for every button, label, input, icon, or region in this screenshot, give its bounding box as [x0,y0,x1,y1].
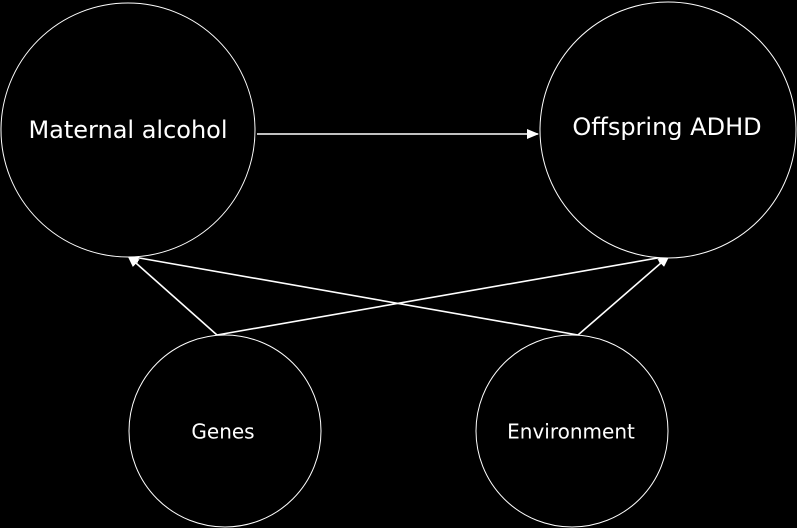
node-maternal-alcohol: Maternal alcohol [0,2,256,258]
edge-genes-to-maternal-alcohol [127,255,218,336]
node-environment-label: Environment [507,420,635,444]
edge-genes-to-offspring-adhd [216,252,670,336]
node-genes-circle [128,334,322,528]
edge-environment-to-maternal-alcohol [127,252,579,336]
node-maternal-alcohol-label: Maternal alcohol [28,116,227,144]
node-genes: Genes [128,334,322,528]
node-offspring-adhd-circle [539,1,797,259]
node-offspring-adhd: Offspring ADHD [539,1,797,259]
node-genes-label: Genes [191,420,254,444]
edge-environment-to-offspring-adhd [577,255,670,336]
node-maternal-alcohol-circle [0,2,256,258]
node-environment: Environment [475,334,669,528]
node-environment-circle [475,334,669,528]
node-offspring-adhd-label: Offspring ADHD [572,113,761,141]
